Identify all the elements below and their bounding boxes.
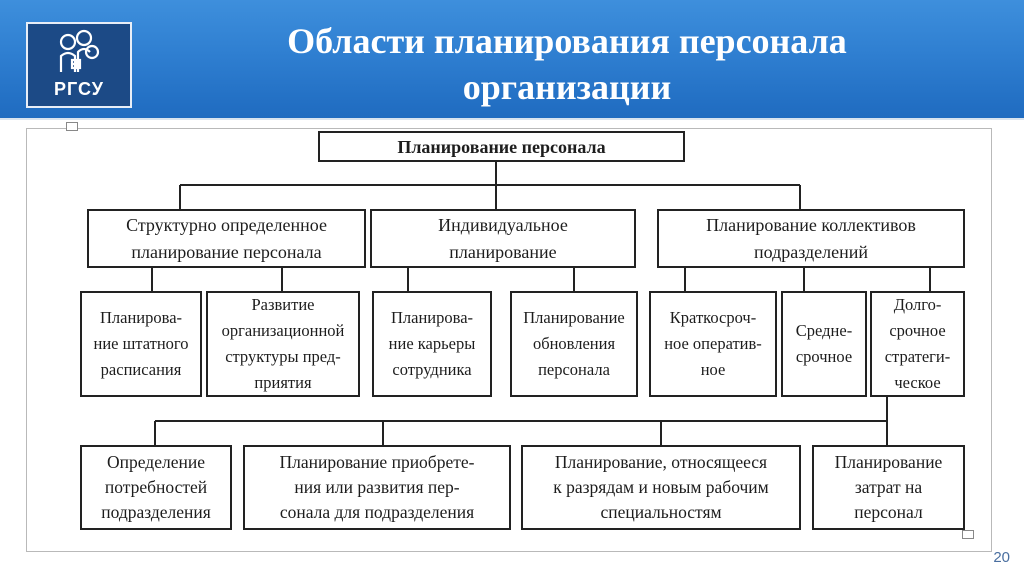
- node-label: подразделения: [101, 502, 211, 522]
- slide-page-number: 20: [993, 549, 1010, 566]
- node-label: Планирование: [834, 452, 943, 472]
- node-short-term: Краткосроч- ное оператив- ное: [649, 291, 777, 397]
- root-label: Планирование персонала: [397, 136, 606, 157]
- node-label: приятия: [254, 373, 312, 392]
- people-logo-icon: [59, 29, 100, 72]
- title-line-1: Области планирования персонала: [287, 21, 847, 61]
- node-label: стратеги-: [884, 347, 951, 366]
- node-label: Краткосроч-: [669, 308, 757, 327]
- node-label: организационной: [221, 321, 345, 340]
- node-label: Планирова-: [99, 308, 183, 327]
- node-label: специальностям: [600, 502, 722, 522]
- node-label: ное оператив-: [664, 334, 762, 353]
- node-label: Индивидуальное: [438, 214, 568, 235]
- page-title: Области планирования персонала организац…: [150, 18, 984, 110]
- node-label: персонала: [538, 360, 610, 379]
- node-org-structure: Развитие организационной структуры пред-…: [206, 291, 360, 397]
- node-label: планирование: [449, 241, 557, 262]
- node-label: Планирование приобрете-: [279, 452, 475, 472]
- node-label: Долго-: [893, 295, 942, 314]
- node-label: структуры пред-: [225, 347, 341, 366]
- node-label: Планирование, относящееся: [554, 452, 768, 472]
- node-structural-planning: Структурно определенное планирование пер…: [87, 209, 366, 268]
- root-node: Планирование персонала: [318, 131, 685, 162]
- node-label: Планирование коллективов: [706, 214, 916, 235]
- university-logo: РГСУ: [26, 22, 132, 108]
- node-medium-term: Средне- срочное: [781, 291, 867, 397]
- node-label: сотрудника: [392, 360, 472, 379]
- node-label: Планирование: [523, 308, 625, 327]
- frame-handle-icon: [66, 122, 78, 131]
- node-label: к разрядам и новым рабочим: [553, 477, 769, 497]
- node-individual-planning: Индивидуальное планирование: [370, 209, 636, 268]
- node-label: ное: [700, 360, 726, 379]
- node-grades-specialties: Планирование, относящееся к разрядам и н…: [521, 445, 801, 530]
- node-personnel-costs: Планирование затрат на персонал: [812, 445, 965, 530]
- node-long-term: Долго- срочное стратеги- ческое: [870, 291, 965, 397]
- node-label: ние штатного: [93, 334, 189, 353]
- node-acquisition-development: Планирование приобрете- ния или развития…: [243, 445, 511, 530]
- node-collective-planning: Планирование коллективов подразделений: [657, 209, 965, 268]
- node-label: Планирова-: [390, 308, 474, 327]
- node-label: Развитие: [251, 295, 315, 314]
- node-label: расписания: [100, 360, 182, 379]
- node-unit-needs: Определение потребностей подразделения: [80, 445, 232, 530]
- node-label: сонала для подразделения: [279, 502, 475, 522]
- node-label: ческое: [894, 373, 941, 392]
- node-label: потребностей: [104, 477, 208, 497]
- node-career-planning: Планирова- ние карьеры сотрудника: [372, 291, 492, 397]
- frame-handle-icon: [962, 530, 974, 539]
- node-label: подразделений: [753, 241, 869, 262]
- node-label: Определение: [107, 452, 205, 472]
- logo-text: РГСУ: [54, 79, 104, 99]
- node-label: ние карьеры: [388, 334, 476, 353]
- node-staff-schedule: Планирова- ние штатного расписания: [80, 291, 202, 397]
- node-label: Средне-: [795, 321, 853, 340]
- node-label: планирование персонала: [131, 241, 322, 262]
- node-label: персонал: [854, 502, 923, 522]
- node-label: затрат на: [854, 477, 923, 497]
- slide-header: РГСУ Области планирования персонала орга…: [0, 0, 1024, 120]
- node-label: Структурно определенное: [126, 214, 327, 235]
- node-label: ния или развития пер-: [294, 477, 460, 497]
- node-renewal-planning: Планирование обновления персонала: [510, 291, 638, 397]
- title-line-2: организации: [462, 67, 672, 107]
- node-label: обновления: [532, 334, 616, 353]
- node-label: срочное: [795, 347, 853, 366]
- node-label: срочное: [889, 321, 946, 340]
